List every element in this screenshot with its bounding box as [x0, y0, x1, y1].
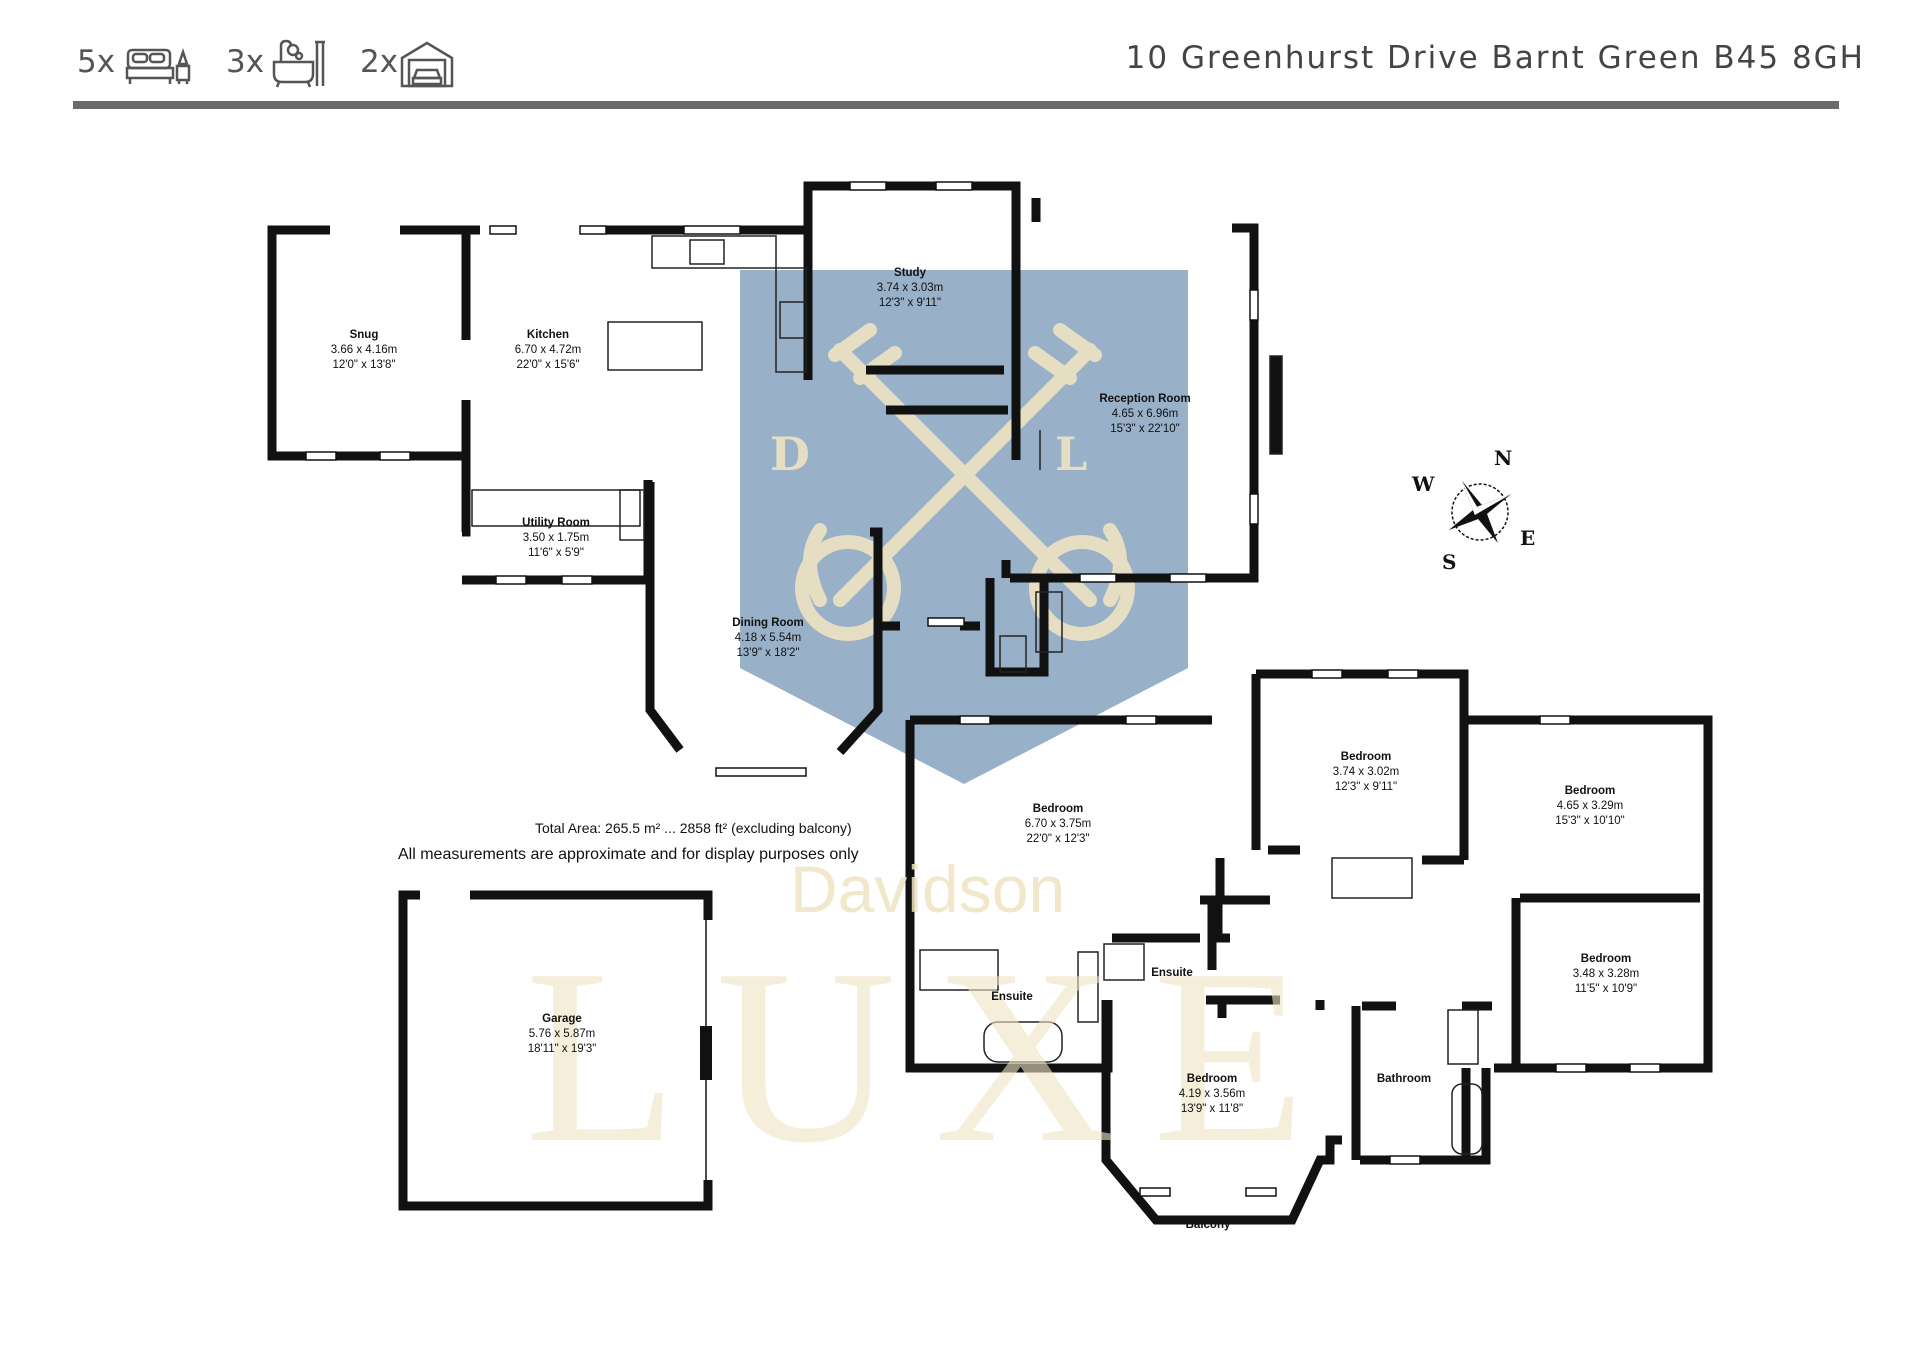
header-divider: [73, 101, 1839, 109]
compass-west: W: [1412, 472, 1435, 496]
compass-north: N: [1494, 446, 1513, 470]
bed-icon: [125, 48, 191, 84]
disclaimer-note: All measurements are approximate and for…: [398, 846, 859, 863]
garage-count: 2x: [360, 44, 399, 80]
watermark-brand-small: Davidson: [790, 852, 1065, 926]
room-bathroom: Bathroom: [1376, 1073, 1432, 1085]
total-area-note: Total Area: 265.5 m² ... 2858 ft² (exclu…: [535, 820, 852, 836]
compass-rose-icon: [1448, 480, 1512, 544]
bath-icon: [272, 39, 325, 88]
watermark-logo-icon: [740, 270, 1188, 784]
watermark-brand-large: LUXE: [525, 918, 1344, 1195]
property-address: 10 Greenhurst Drive Barnt Green B45 8GH: [1125, 40, 1865, 76]
garage-icon: [400, 41, 454, 88]
compass-south: S: [1442, 550, 1457, 574]
watermark-initial-l: L: [1055, 427, 1087, 481]
room-ensuite-2: Ensuite: [1151, 967, 1193, 979]
room-ensuite-1: Ensuite: [991, 991, 1033, 1003]
bedroom-count: 5x: [77, 44, 116, 80]
bathroom-count: 3x: [226, 44, 265, 80]
room-balcony: Balcony: [1185, 1219, 1231, 1231]
compass-east: E: [1520, 526, 1536, 550]
watermark-initial-d: D: [770, 427, 810, 481]
